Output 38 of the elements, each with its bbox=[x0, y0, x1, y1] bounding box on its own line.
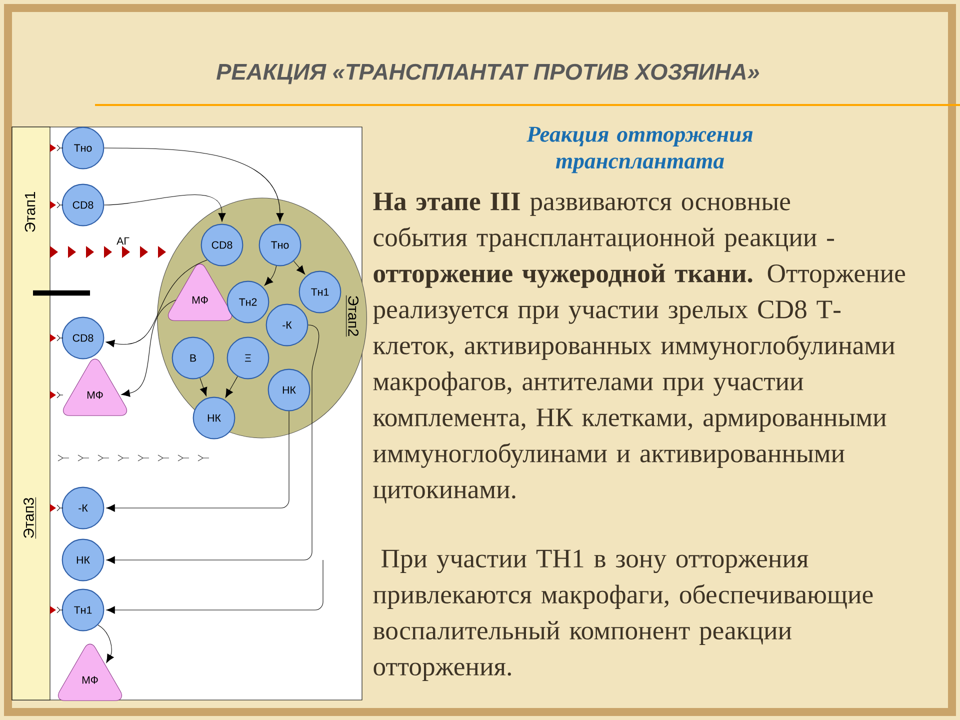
lymphocyte-cell: CD8 bbox=[62, 316, 104, 360]
arrow bbox=[106, 260, 208, 348]
arrow bbox=[106, 560, 324, 614]
lymphocyte-cell: -К bbox=[266, 304, 308, 346]
lymphocyte-cell: -К bbox=[62, 486, 104, 530]
arrow bbox=[104, 194, 226, 222]
lymphocyte-cell: НК bbox=[192, 396, 236, 440]
arrow bbox=[106, 410, 290, 512]
lymphocyte-cell: Тн2 bbox=[226, 280, 270, 324]
stage-label: Этап2 bbox=[346, 295, 359, 337]
lymphocyte-cell: Тно bbox=[62, 126, 104, 170]
stage-label: Этап1 bbox=[24, 192, 36, 232]
lymphocyte-cell: Тн1 bbox=[62, 588, 104, 632]
body-paragraph: При участии ТН1 в зону отторжения привлекаются макрофаги, обеспечивающие воспалительный компонент реакции отторжения. bbox=[373, 550, 873, 681]
macrophage-cell: МФ bbox=[58, 644, 122, 701]
stage-label: Этап3 bbox=[24, 497, 36, 539]
arrow bbox=[121, 300, 176, 397]
arrow bbox=[200, 378, 208, 396]
slide-title: РЕАКЦИЯ «ТРАНСПЛАНТАТ ПРОТИВ ХОЗЯИНА» bbox=[216, 64, 760, 84]
lymphocyte-cell: В bbox=[172, 336, 214, 380]
arrow bbox=[293, 260, 306, 274]
lymphocyte-cell: CD8 bbox=[62, 184, 104, 226]
arrow bbox=[264, 266, 277, 286]
lymphocyte-cell: Тн1 bbox=[298, 270, 342, 314]
arrow bbox=[98, 624, 114, 663]
arrow bbox=[225, 376, 238, 398]
lymphocyte-cell: НК bbox=[268, 368, 310, 412]
subtitle: Реакция отторжения трансплантата bbox=[526, 126, 753, 174]
arrow bbox=[104, 148, 284, 222]
lymphocyte-cell: Тно bbox=[258, 224, 302, 266]
macrophage-cell: МФ bbox=[63, 358, 127, 416]
arrow bbox=[106, 324, 320, 564]
antigen-label: АГ bbox=[116, 237, 130, 245]
lymphocyte-cell: Ξ bbox=[226, 336, 270, 380]
body-paragraph: На этапе III развиваются основные события трансплантационной реакции - отторжение чужеродной ткани. Отторжение реализуется при участии зрелых CD8 Т-клеток, активированных иммуноглобулинами макрофагов, антителами при участии комплемента, НК клетками, армированными иммуноглобулинами и активированными цитокинами. bbox=[373, 192, 906, 504]
macrophage-cell: МФ bbox=[168, 264, 232, 321]
lymphocyte-cell: НК bbox=[62, 538, 104, 582]
lymphocyte-cell: CD8 bbox=[200, 224, 244, 266]
